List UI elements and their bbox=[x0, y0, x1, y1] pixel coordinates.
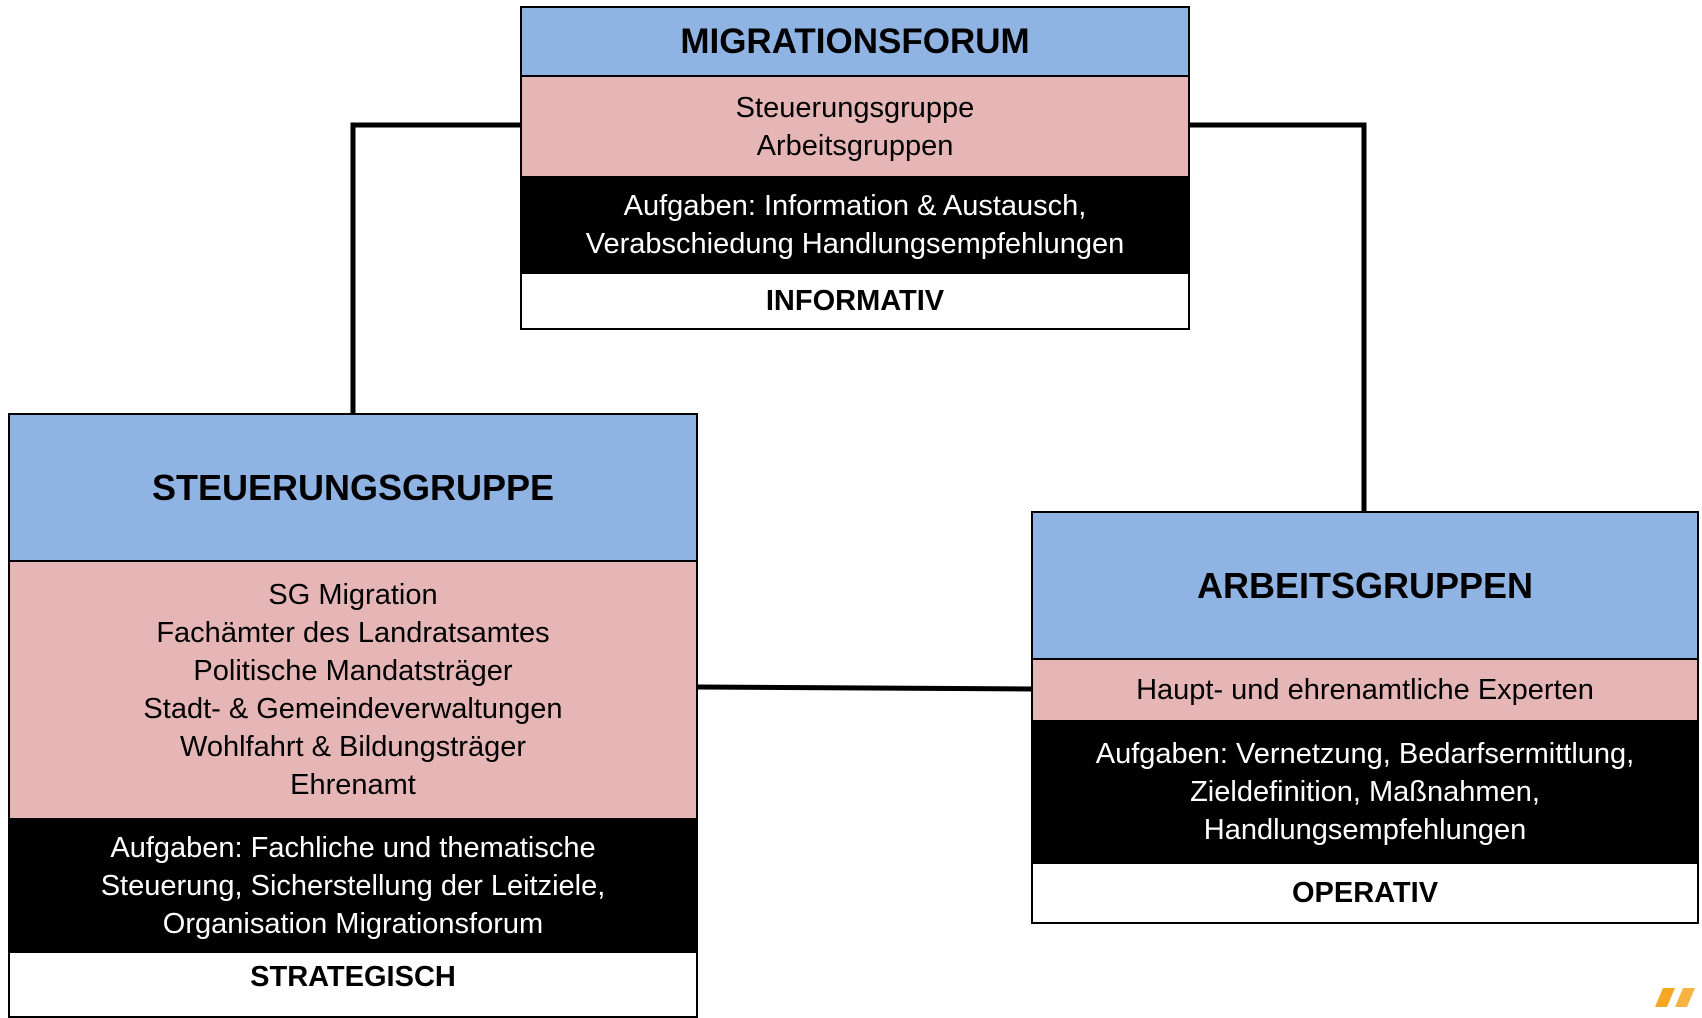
task-line: Zieldefinition, Maßnahmen, bbox=[1190, 776, 1540, 808]
member-item: Stadt- & Gemeindeverwaltungen bbox=[143, 693, 563, 725]
arbeitsgruppen-title: ARBEITSGRUPPEN bbox=[1033, 513, 1697, 660]
steuerungsgruppe-members: SG Migration Fachämter des Landratsamtes… bbox=[10, 562, 696, 818]
steuerungsgruppe-title: STEUERUNGSGRUPPE bbox=[10, 415, 696, 562]
steuerungsgruppe-level: STRATEGISCH bbox=[10, 953, 696, 1016]
connector-forum-steering bbox=[350, 122, 520, 413]
member-item: SG Migration bbox=[268, 579, 438, 611]
member-item: Politische Mandatsträger bbox=[193, 655, 513, 687]
arbeitsgruppen-members: Haupt- und ehrenamtliche Experten bbox=[1033, 660, 1697, 720]
task-line: Verabschiedung Handlungsempfehlungen bbox=[585, 228, 1125, 260]
migrationsforum-members: Steuerungsgruppe Arbeitsgruppen bbox=[522, 77, 1188, 176]
task-line: Aufgaben: Fachliche und thematische bbox=[110, 831, 596, 864]
task-line: Aufgaben: Vernetzung, Bedarfsermittlung, bbox=[1095, 738, 1635, 770]
steuerungsgruppe-box: STEUERUNGSGRUPPE SG Migration Fachämter … bbox=[8, 413, 698, 1018]
arbeitsgruppen-level: OPERATIV bbox=[1033, 864, 1697, 922]
logo-accent-shape bbox=[1675, 988, 1695, 1007]
member-item: Fachämter des Landratsamtes bbox=[156, 617, 550, 649]
migrationsforum-title: MIGRATIONSFORUM bbox=[522, 8, 1188, 77]
member-item: Ehrenamt bbox=[290, 769, 416, 801]
steuerungsgruppe-tasks: Aufgaben: Fachliche und thematische Steu… bbox=[10, 818, 696, 953]
task-line: Organisation Migrationsforum bbox=[162, 907, 544, 940]
member-item: Arbeitsgruppen bbox=[756, 129, 954, 162]
logo-accent-shape bbox=[1655, 988, 1675, 1007]
migrationsforum-tasks: Aufgaben: Information & Austausch, Verab… bbox=[522, 176, 1188, 274]
member-item: Steuerungsgruppe bbox=[735, 91, 975, 124]
task-line: Aufgaben: Information & Austausch, bbox=[623, 190, 1087, 222]
migrationsforum-level: INFORMATIV bbox=[522, 274, 1188, 328]
corner-logo-icon bbox=[1655, 988, 1695, 1007]
task-line: Handlungsempfehlungen bbox=[1203, 814, 1527, 846]
connector-forum-working bbox=[1190, 122, 1367, 511]
connector-steering-working bbox=[697, 684, 1032, 692]
arbeitsgruppen-tasks: Aufgaben: Vernetzung, Bedarfsermittlung,… bbox=[1033, 720, 1697, 864]
task-line: Steuerung, Sicherstellung der Leitziele, bbox=[100, 869, 606, 902]
member-item: Haupt- und ehrenamtliche Experten bbox=[1136, 674, 1594, 706]
arbeitsgruppen-box: ARBEITSGRUPPEN Haupt- und ehrenamtliche … bbox=[1031, 511, 1699, 924]
member-item: Wohlfahrt & Bildungsträger bbox=[179, 731, 527, 763]
migrationsforum-box: MIGRATIONSFORUM Steuerungsgruppe Arbeits… bbox=[520, 6, 1190, 330]
